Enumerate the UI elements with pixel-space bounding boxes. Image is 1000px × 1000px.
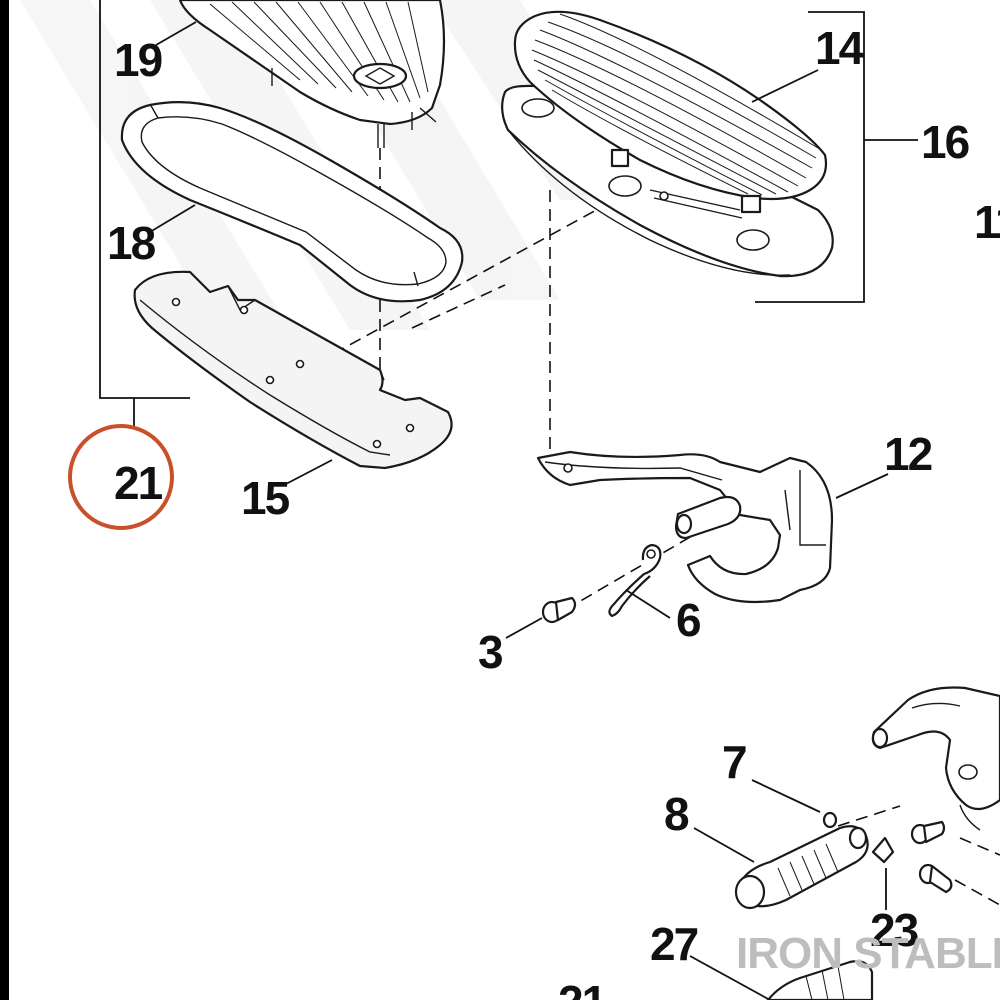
callout-8: 8 xyxy=(664,788,689,840)
callout-3: 3 xyxy=(478,626,502,678)
leader-lines xyxy=(149,21,889,1000)
highlight-circle xyxy=(68,424,174,530)
part-15-mounting-plate xyxy=(133,270,453,470)
part-19-floorboard-top xyxy=(178,0,446,148)
callout-6: 6 xyxy=(676,594,700,646)
part-23-wear-pad xyxy=(871,836,895,864)
callout-19: 19 xyxy=(114,34,162,86)
part-27-lower-footpeg xyxy=(766,960,874,1000)
part-14-floorboard-pad xyxy=(513,10,828,214)
part-6-spring-clip xyxy=(608,543,662,618)
callout-18: 18 xyxy=(107,217,156,269)
watermark-text: IRON STABLE xyxy=(736,929,1000,978)
part-8-footpeg xyxy=(734,825,869,910)
callout-12: 12 xyxy=(884,428,932,480)
group-bracket-16 xyxy=(755,11,918,303)
callout-27: 27 xyxy=(650,918,698,970)
part-7-retaining-ring xyxy=(822,811,838,829)
callout-23: 23 xyxy=(870,904,918,956)
part-11-lever-assembly xyxy=(871,686,1000,831)
group-bracket-21 xyxy=(99,0,190,428)
callout-14: 14 xyxy=(815,22,865,74)
callout-21b: 21 xyxy=(558,976,607,1000)
hardware-screws xyxy=(910,820,953,894)
highlighted-callout-21[interactable]: 21 xyxy=(68,424,174,530)
part-12-mounting-bracket xyxy=(536,450,834,604)
callouts: 19 18 14 16 11 15 12 6 3 7 8 23 27 21 xyxy=(107,22,1000,1000)
callout-15: 15 xyxy=(241,472,290,524)
callout-16: 16 xyxy=(921,116,969,168)
part-18-gasket xyxy=(120,101,464,303)
callout-11: 11 xyxy=(974,196,1000,248)
callout-21: 21 xyxy=(114,457,163,509)
part-3-screw xyxy=(541,596,577,624)
callout-7: 7 xyxy=(722,736,746,788)
left-edge-bar xyxy=(0,0,9,1000)
